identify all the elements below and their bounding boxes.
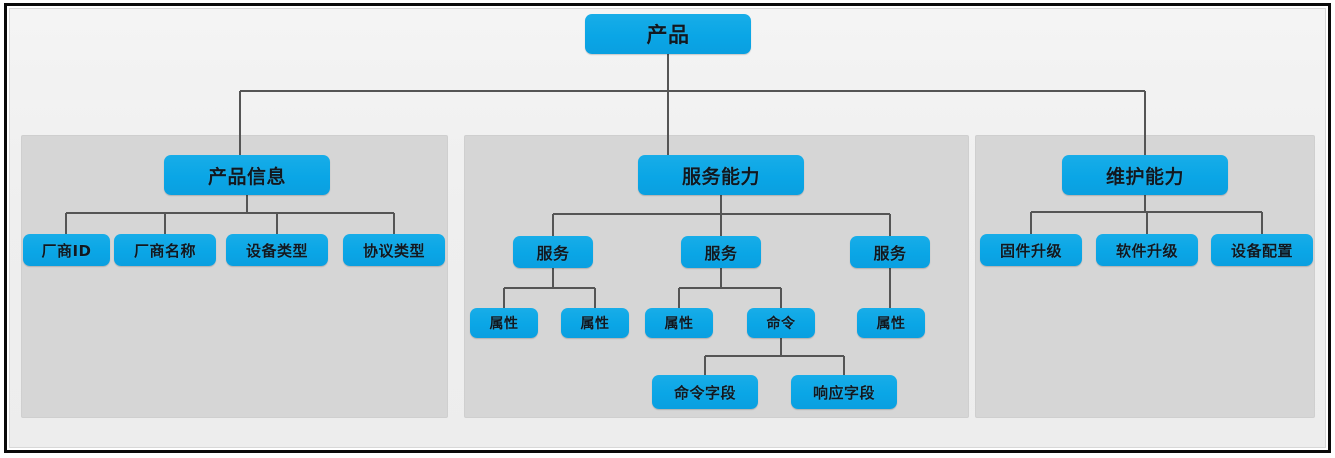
node-attribute-1[interactable]: 属性 xyxy=(470,308,538,338)
node-vendor-name[interactable]: 厂商名称 xyxy=(114,234,216,266)
node-service-capability[interactable]: 服务能力 xyxy=(638,155,804,195)
node-service-1[interactable]: 服务 xyxy=(513,236,593,268)
node-attribute-4[interactable]: 属性 xyxy=(857,308,925,338)
node-attribute-3[interactable]: 属性 xyxy=(645,308,713,338)
node-protocol-type[interactable]: 协议类型 xyxy=(343,234,445,266)
node-root[interactable]: 产品 xyxy=(585,14,751,54)
node-service-3[interactable]: 服务 xyxy=(850,236,930,268)
node-response-field[interactable]: 响应字段 xyxy=(791,375,897,409)
node-product-info[interactable]: 产品信息 xyxy=(164,155,330,195)
node-maintenance-capability[interactable]: 维护能力 xyxy=(1062,155,1228,195)
node-device-config[interactable]: 设备配置 xyxy=(1211,234,1313,266)
node-firmware-upgrade[interactable]: 固件升级 xyxy=(980,234,1082,266)
node-attribute-2[interactable]: 属性 xyxy=(561,308,629,338)
node-software-upgrade[interactable]: 软件升级 xyxy=(1096,234,1198,266)
node-service-2[interactable]: 服务 xyxy=(681,236,761,268)
node-command-field[interactable]: 命令字段 xyxy=(652,375,758,409)
node-device-type[interactable]: 设备类型 xyxy=(226,234,328,266)
node-command[interactable]: 命令 xyxy=(747,308,815,338)
node-vendor-id[interactable]: 厂商ID xyxy=(23,234,110,266)
